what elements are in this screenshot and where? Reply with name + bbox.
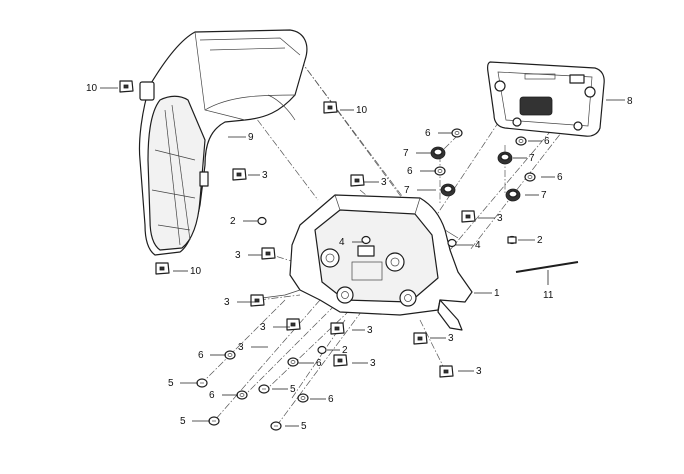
callout-label-c5d: 5	[301, 421, 307, 432]
callout-label-c1: 1	[494, 288, 500, 299]
washer-5	[287, 357, 299, 367]
front-fairing-part-9	[138, 29, 308, 256]
washer-hole-1	[518, 139, 524, 143]
callout-label-c3f: 3	[260, 322, 266, 333]
callout-label-c7d: 7	[541, 190, 547, 201]
callout-label-c10b: 10	[356, 105, 368, 116]
bolt-0	[257, 216, 267, 226]
washer-2	[434, 166, 446, 176]
callout-label-c3e: 3	[224, 297, 230, 308]
washer-hole-6	[239, 393, 245, 397]
callout-label-c3g: 3	[367, 325, 373, 336]
washer-hole-7	[300, 396, 306, 400]
callout-label-c3h: 3	[448, 333, 454, 344]
callout-label-c5a: 5	[168, 378, 174, 389]
grommet-top-0	[433, 148, 443, 156]
callout-label-c6b: 6	[544, 136, 550, 147]
clip-nut-hole-8	[290, 322, 296, 327]
instrument-display-part-8	[487, 61, 605, 137]
clip-nut-hole-7	[254, 298, 260, 303]
bolt-2	[317, 345, 327, 355]
grommet-top-1	[500, 153, 510, 161]
callout-label-c6d: 6	[557, 172, 563, 183]
callout-label-c7c: 7	[404, 185, 410, 196]
callout-label-c6c: 6	[407, 166, 413, 177]
callout-label-c4b: 4	[475, 240, 481, 251]
callout-label-c5b: 5	[290, 384, 296, 395]
hardware-parts	[119, 80, 536, 431]
callout-label-c6e: 6	[198, 350, 204, 361]
callout-label-c2a: 2	[230, 216, 236, 227]
washer-1	[515, 136, 527, 146]
washer-4	[224, 350, 236, 360]
callout-label-c2c: 2	[342, 345, 348, 356]
clip-nut-hole-0	[123, 84, 129, 89]
bolt-3	[361, 235, 371, 245]
grommet-top-3	[508, 190, 518, 198]
rod-part-11	[515, 261, 579, 273]
callout-label-c5c: 5	[180, 416, 186, 427]
callout-label-c2b: 2	[537, 235, 543, 246]
callout-label-c7a: 7	[403, 148, 409, 159]
callout-label-c10a: 10	[86, 83, 98, 94]
callout-label-c8: 8	[627, 96, 633, 107]
callout-label-c3j: 3	[370, 358, 376, 369]
callout-label-c7b: 7	[529, 153, 535, 164]
clip-nut-hole-1	[327, 105, 333, 110]
clip-nut-hole-12	[443, 369, 449, 374]
callout-label-c6h: 6	[328, 394, 334, 405]
washer-hole-3	[527, 175, 533, 179]
washer-7	[297, 393, 309, 403]
washer-3	[524, 172, 536, 182]
callout-label-c11: 11	[543, 290, 554, 301]
bolt-4	[447, 238, 457, 248]
clip-nut-hole-5	[265, 251, 271, 256]
callout-label-c3a: 3	[262, 170, 268, 181]
clip-nut-hole-4	[465, 214, 471, 219]
callout-label-c3d: 3	[235, 250, 241, 261]
washer-hole-2	[437, 169, 443, 173]
clip-nut-hole-11	[337, 358, 343, 363]
bolt-shank-right	[507, 236, 517, 244]
callout-label-c6g: 6	[209, 390, 215, 401]
callout-label-c9: 9	[248, 132, 254, 143]
callout-label-c3b: 3	[381, 177, 387, 188]
main-bracket-part-1	[261, 194, 473, 331]
washer-0	[451, 128, 463, 138]
callout-label-c4a: 4	[339, 237, 345, 248]
callout-label-c3k: 3	[476, 366, 482, 377]
washer-hole-0	[454, 131, 460, 135]
grommet-top-2	[443, 185, 453, 193]
clip-nut-hole-10	[417, 336, 423, 341]
clip-nut-hole-6	[159, 266, 165, 271]
washer-6	[236, 390, 248, 400]
clip-nut-hole-2	[236, 172, 242, 177]
callout-label-c10c: 10	[190, 266, 202, 277]
clip-nut-hole-3	[354, 178, 360, 183]
callout-label-c3i: 3	[238, 342, 244, 353]
callout-label-c6a: 6	[425, 128, 431, 139]
clip-nut-hole-9	[334, 326, 340, 331]
callout-label-c6f: 6	[316, 358, 322, 369]
callout-label-c3c: 3	[497, 213, 503, 224]
washer-hole-5	[290, 360, 296, 364]
washer-hole-4	[227, 353, 233, 357]
